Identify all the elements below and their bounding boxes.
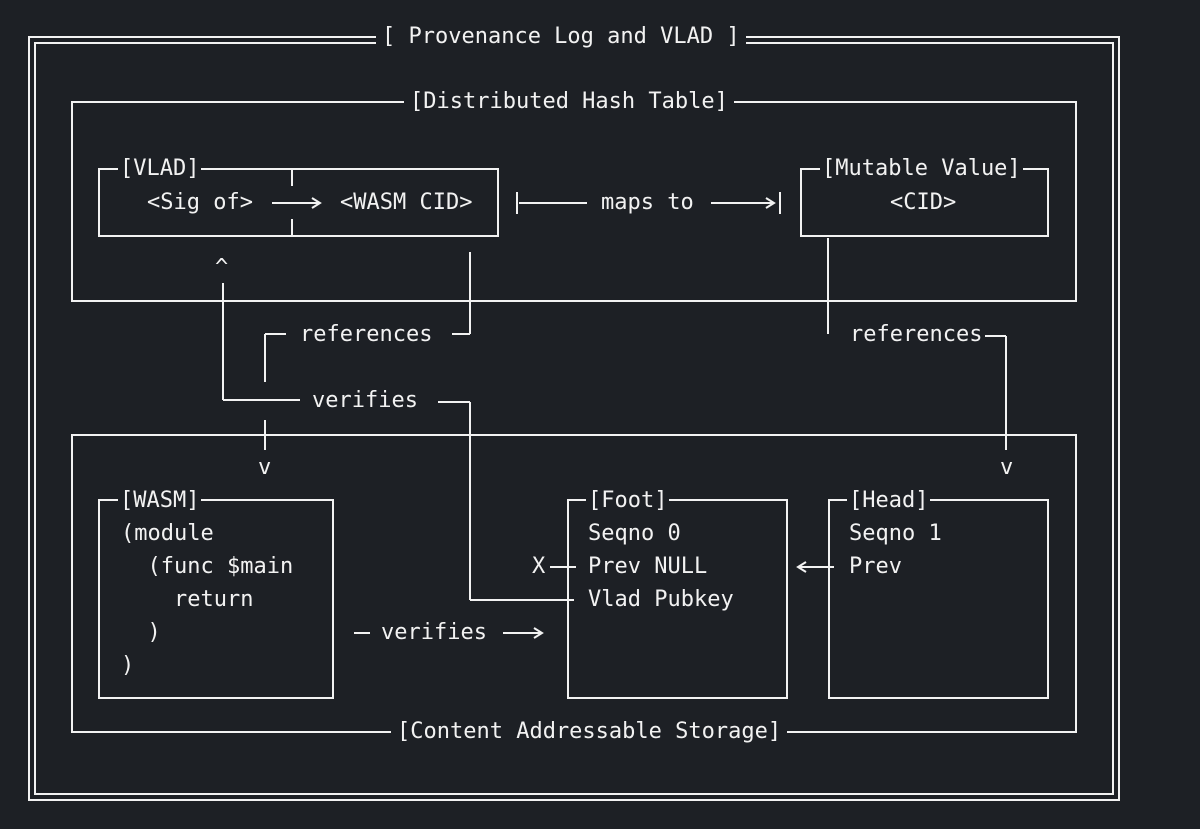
wasm-line-4: ) — [121, 620, 161, 645]
mutable-cid: <CID> — [890, 190, 957, 215]
wasm-line-3: return — [121, 587, 254, 612]
foot-vlad-pubkey: Vlad Pubkey — [588, 587, 734, 612]
vlad-wasm-cid: <WASM CID> — [340, 190, 473, 215]
foot-box — [567, 499, 788, 699]
foot-seqno: Seqno 0 — [588, 521, 681, 546]
sig-to-cid-head — [311, 197, 322, 209]
vlad-label: [VLAD] — [118, 155, 202, 183]
head-prev: Prev — [849, 554, 902, 579]
maps-to-label: maps to — [601, 190, 694, 215]
diagram-title: [ Provenance Log and VLAD ] — [376, 23, 746, 51]
vlad-sig-of: <Sig of> — [147, 190, 253, 215]
outer-frame — [28, 36, 1120, 801]
head-label: [Head] — [847, 487, 931, 515]
verifies-lower: verifies — [381, 620, 487, 645]
wasm-line-2: (func $main — [121, 554, 294, 579]
dht-label: [Distributed Hash Table] — [404, 88, 734, 116]
caret-up: ^ — [215, 255, 229, 280]
mutable-label: [Mutable Value] — [820, 155, 1023, 183]
maps-to-arrowhead — [765, 197, 776, 209]
verifies-upper: verifies — [312, 388, 418, 413]
vlad-box — [98, 168, 499, 237]
wasm-line-5: ) — [121, 653, 135, 678]
arrow-down-right: v — [1000, 455, 1014, 480]
head-box — [828, 499, 1049, 699]
foot-prev: Prev NULL — [588, 554, 708, 579]
foot-null-marker: X — [532, 554, 546, 579]
wasm-line-1: (module — [121, 521, 214, 546]
head-seqno: Seqno 1 — [849, 521, 942, 546]
wasm-label: [WASM] — [118, 487, 202, 515]
cas-container — [71, 434, 1077, 733]
foot-label: [Foot] — [586, 487, 670, 515]
arrow-down-left: v — [258, 455, 272, 480]
references-right: references — [850, 322, 983, 347]
references-left: references — [300, 322, 433, 347]
cas-label: [Content Addressable Storage] — [391, 718, 788, 746]
wasm-box — [98, 499, 334, 699]
